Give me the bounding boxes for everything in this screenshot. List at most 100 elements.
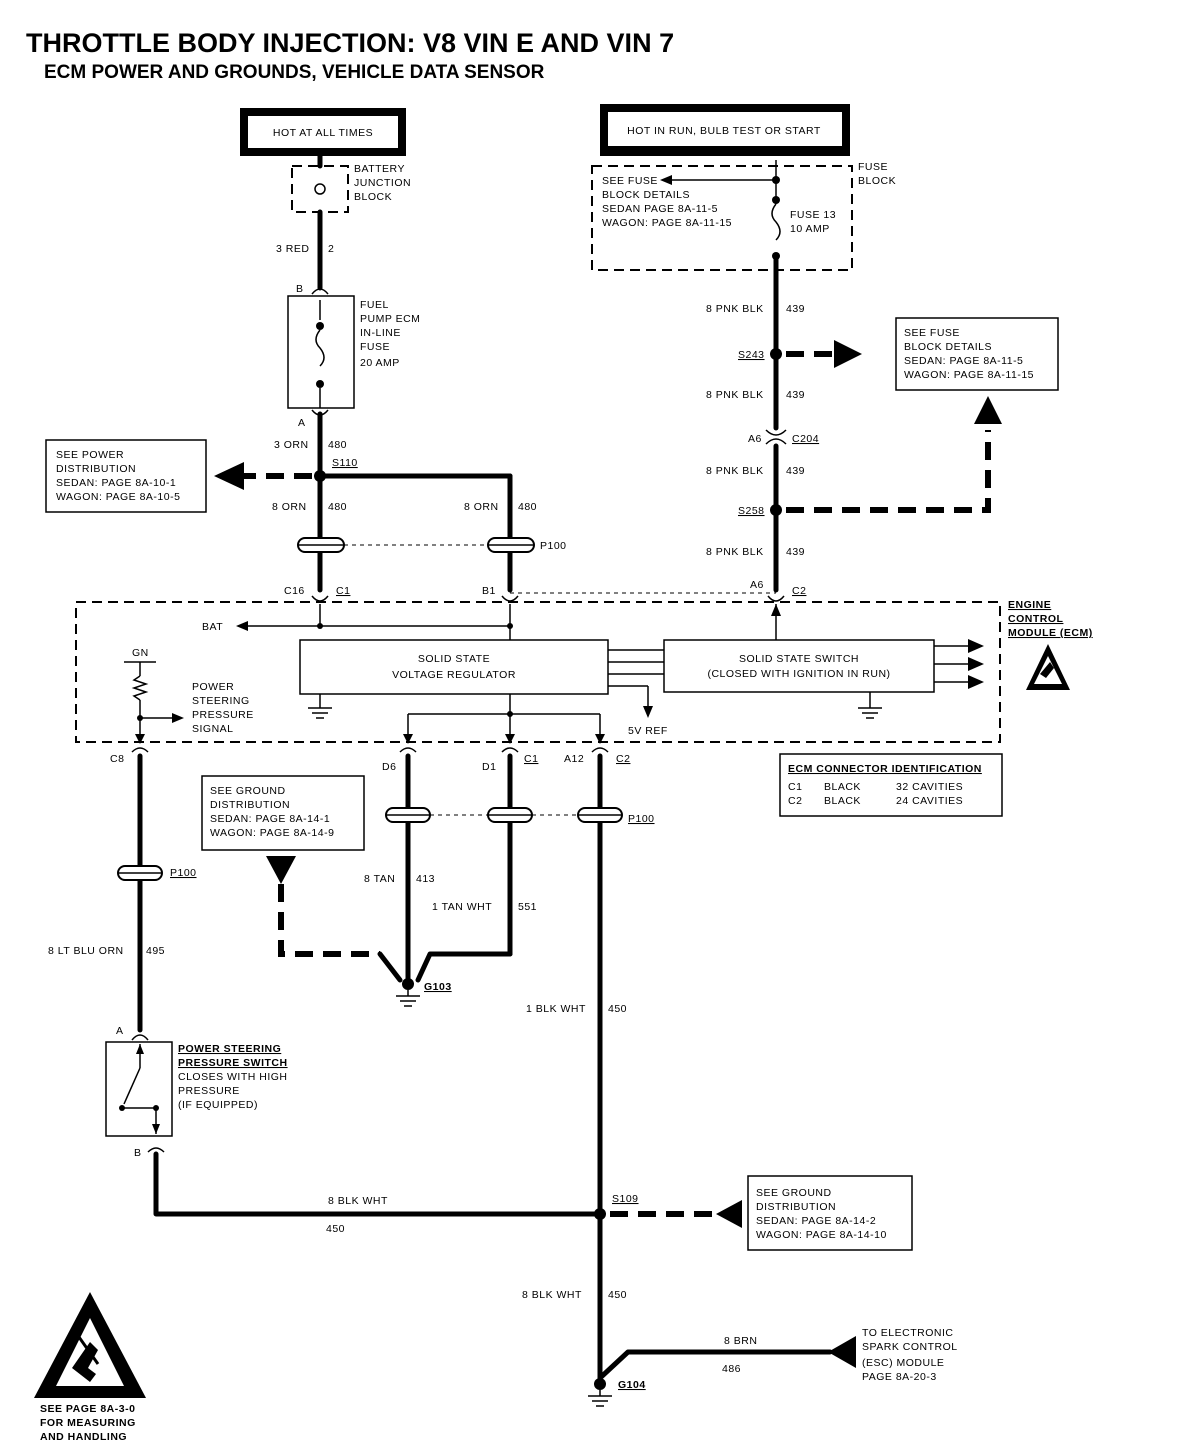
svg-text:32 CAVITIES: 32 CAVITIES xyxy=(896,781,963,793)
svg-text:8 LT BLU ORN: 8 LT BLU ORN xyxy=(48,945,124,957)
svg-text:FUSE: FUSE xyxy=(858,161,888,173)
svg-text:SPARK CONTROL: SPARK CONTROL xyxy=(862,1341,958,1353)
battery-junction-block: BATTERY JUNCTION BLOCK xyxy=(291,163,411,213)
svg-text:C1: C1 xyxy=(524,753,538,765)
svg-text:S243: S243 xyxy=(738,349,765,361)
svg-text:POWER STEERING: POWER STEERING xyxy=(178,1043,281,1055)
svg-text:SEE FUSE: SEE FUSE xyxy=(602,175,658,187)
svg-text:BLACK: BLACK xyxy=(824,781,861,793)
svg-text:C1: C1 xyxy=(788,781,802,793)
svg-text:G104: G104 xyxy=(618,1379,646,1391)
svg-text:S258: S258 xyxy=(738,505,765,517)
svg-text:ECM CONNECTOR IDENTIFICATION: ECM CONNECTOR IDENTIFICATION xyxy=(788,763,982,775)
svg-text:SEE GROUND: SEE GROUND xyxy=(756,1187,832,1199)
svg-text:450: 450 xyxy=(608,1289,627,1301)
ecm-internal-ground-right xyxy=(858,692,882,719)
engine-control-module: ENGINE CONTROL MODULE (ECM) xyxy=(75,599,1093,743)
svg-text:C2: C2 xyxy=(792,585,806,597)
svg-text:8 ORN: 8 ORN xyxy=(272,501,307,513)
solid-state-switch: SOLID STATE SWITCH (CLOSED WITH IGNITION… xyxy=(663,639,935,693)
power-steering-pressure-switch: POWER STEERING PRESSURE SWITCH CLOSES WI… xyxy=(105,1034,288,1137)
svg-text:439: 439 xyxy=(786,303,805,315)
svg-text:439: 439 xyxy=(786,389,805,401)
svg-text:SEDAN: PAGE 8A-14-1: SEDAN: PAGE 8A-14-1 xyxy=(210,813,330,825)
svg-text:1 TAN WHT: 1 TAN WHT xyxy=(432,901,492,913)
svg-text:HOT IN RUN, BULB TEST OR START: HOT IN RUN, BULB TEST OR START xyxy=(627,125,821,137)
svg-text:PRESSURE: PRESSURE xyxy=(178,1085,240,1097)
svg-text:(ESC) MODULE: (ESC) MODULE xyxy=(862,1357,944,1369)
svg-text:FOR MEASURING: FOR MEASURING xyxy=(40,1417,136,1429)
svg-text:495: 495 xyxy=(146,945,165,957)
esd-handling-icon: SEE PAGE 8A-3-0 FOR MEASURING AND HANDLI… xyxy=(34,1292,146,1440)
svg-text:C204: C204 xyxy=(792,433,819,445)
svg-text:DISTRIBUTION: DISTRIBUTION xyxy=(210,799,290,811)
ground-g103: G103 xyxy=(396,978,452,1007)
svg-text:A: A xyxy=(116,1025,124,1037)
svg-text:B1: B1 xyxy=(482,585,496,597)
see-ground-distribution-right: SEE GROUND DISTRIBUTION SEDAN: PAGE 8A-1… xyxy=(747,1175,913,1251)
svg-text:SOLID STATE SWITCH: SOLID STATE SWITCH xyxy=(739,653,859,665)
svg-text:SOLID STATE: SOLID STATE xyxy=(418,653,490,665)
svg-text:SEE FUSE: SEE FUSE xyxy=(904,327,960,339)
svg-text:G103: G103 xyxy=(424,981,452,993)
svg-text:FUEL: FUEL xyxy=(360,299,389,311)
svg-text:PAGE 8A-20-3: PAGE 8A-20-3 xyxy=(862,1371,937,1383)
svg-text:POWER: POWER xyxy=(192,681,234,693)
splice-s258 xyxy=(770,504,782,516)
see-ground-distribution-left: SEE GROUND DISTRIBUTION SEDAN: PAGE 8A-1… xyxy=(201,775,365,851)
connector-p100-lower: P100 xyxy=(385,807,654,825)
svg-text:SIGNAL: SIGNAL xyxy=(192,723,234,735)
connector-p100-top: P100 xyxy=(297,537,567,553)
svg-text:1 BLK WHT: 1 BLK WHT xyxy=(526,1003,586,1015)
svg-text:PUMP ECM: PUMP ECM xyxy=(360,313,420,325)
ground-g104: G104 xyxy=(588,1378,646,1407)
svg-text:3 RED: 3 RED xyxy=(276,243,309,255)
page-subtitle: ECM POWER AND GROUNDS, VEHICLE DATA SENS… xyxy=(44,62,545,83)
svg-text:MODULE (ECM): MODULE (ECM) xyxy=(1008,627,1093,639)
svg-text:BLACK: BLACK xyxy=(824,795,861,807)
svg-text:CLOSES WITH HIGH: CLOSES WITH HIGH xyxy=(178,1071,288,1083)
svg-text:8 PNK BLK: 8 PNK BLK xyxy=(706,465,764,477)
page-title: THROTTLE BODY INJECTION: V8 VIN E AND VI… xyxy=(26,28,674,58)
ecm-internal-ground-left xyxy=(308,694,332,719)
svg-text:STEERING: STEERING xyxy=(192,695,250,707)
svg-text:CONTROL: CONTROL xyxy=(1008,613,1063,625)
splice-s243 xyxy=(770,348,782,360)
svg-text:A6: A6 xyxy=(748,433,762,445)
svg-text:A: A xyxy=(298,417,306,429)
fuse-block: FUSE BLOCK SEE FUSE BLOCK DETAILS SEDAN … xyxy=(591,160,896,271)
hot-in-run-box: HOT IN RUN, BULB TEST OR START xyxy=(600,104,850,156)
svg-text:P100: P100 xyxy=(170,867,197,879)
svg-text:PRESSURE: PRESSURE xyxy=(192,709,254,721)
svg-text:FUSE: FUSE xyxy=(360,341,390,353)
svg-text:WAGON: PAGE 8A-14-9: WAGON: PAGE 8A-14-9 xyxy=(210,827,334,839)
svg-text:C8: C8 xyxy=(110,753,124,765)
svg-text:SEDAN: PAGE 8A-14-2: SEDAN: PAGE 8A-14-2 xyxy=(756,1215,876,1227)
svg-text:480: 480 xyxy=(328,439,347,451)
svg-text:SEE PAGE 8A-3-0: SEE PAGE 8A-3-0 xyxy=(40,1403,135,1415)
svg-text:8 TAN: 8 TAN xyxy=(364,873,395,885)
svg-text:P100: P100 xyxy=(540,540,567,552)
svg-text:WAGON: PAGE 8A-11-15: WAGON: PAGE 8A-11-15 xyxy=(904,369,1034,381)
svg-text:450: 450 xyxy=(608,1003,627,1015)
svg-text:2: 2 xyxy=(328,243,334,255)
svg-text:BATTERY: BATTERY xyxy=(354,163,405,175)
svg-text:A12: A12 xyxy=(564,753,584,765)
svg-text:8 BLK WHT: 8 BLK WHT xyxy=(522,1289,582,1301)
svg-text:HOT AT ALL TIMES: HOT AT ALL TIMES xyxy=(273,127,373,139)
svg-text:WAGON: PAGE 8A-11-15: WAGON: PAGE 8A-11-15 xyxy=(602,217,732,229)
svg-text:PRESSURE SWITCH: PRESSURE SWITCH xyxy=(178,1057,288,1069)
ecm-connector-identification: ECM CONNECTOR IDENTIFICATION C1 BLACK 32… xyxy=(779,753,1003,817)
svg-text:S110: S110 xyxy=(332,457,358,469)
svg-text:8 PNK BLK: 8 PNK BLK xyxy=(706,546,764,558)
svg-text:BLOCK DETAILS: BLOCK DETAILS xyxy=(602,189,690,201)
svg-text:551: 551 xyxy=(518,901,537,913)
svg-text:5V REF: 5V REF xyxy=(628,725,668,737)
svg-text:S109: S109 xyxy=(612,1193,639,1205)
svg-text:10 AMP: 10 AMP xyxy=(790,223,830,235)
see-power-distribution-box: SEE POWER DISTRIBUTION SEDAN: PAGE 8A-10… xyxy=(45,439,207,513)
svg-text:BLOCK: BLOCK xyxy=(858,175,896,187)
svg-text:C1: C1 xyxy=(336,585,350,597)
svg-text:24 CAVITIES: 24 CAVITIES xyxy=(896,795,963,807)
